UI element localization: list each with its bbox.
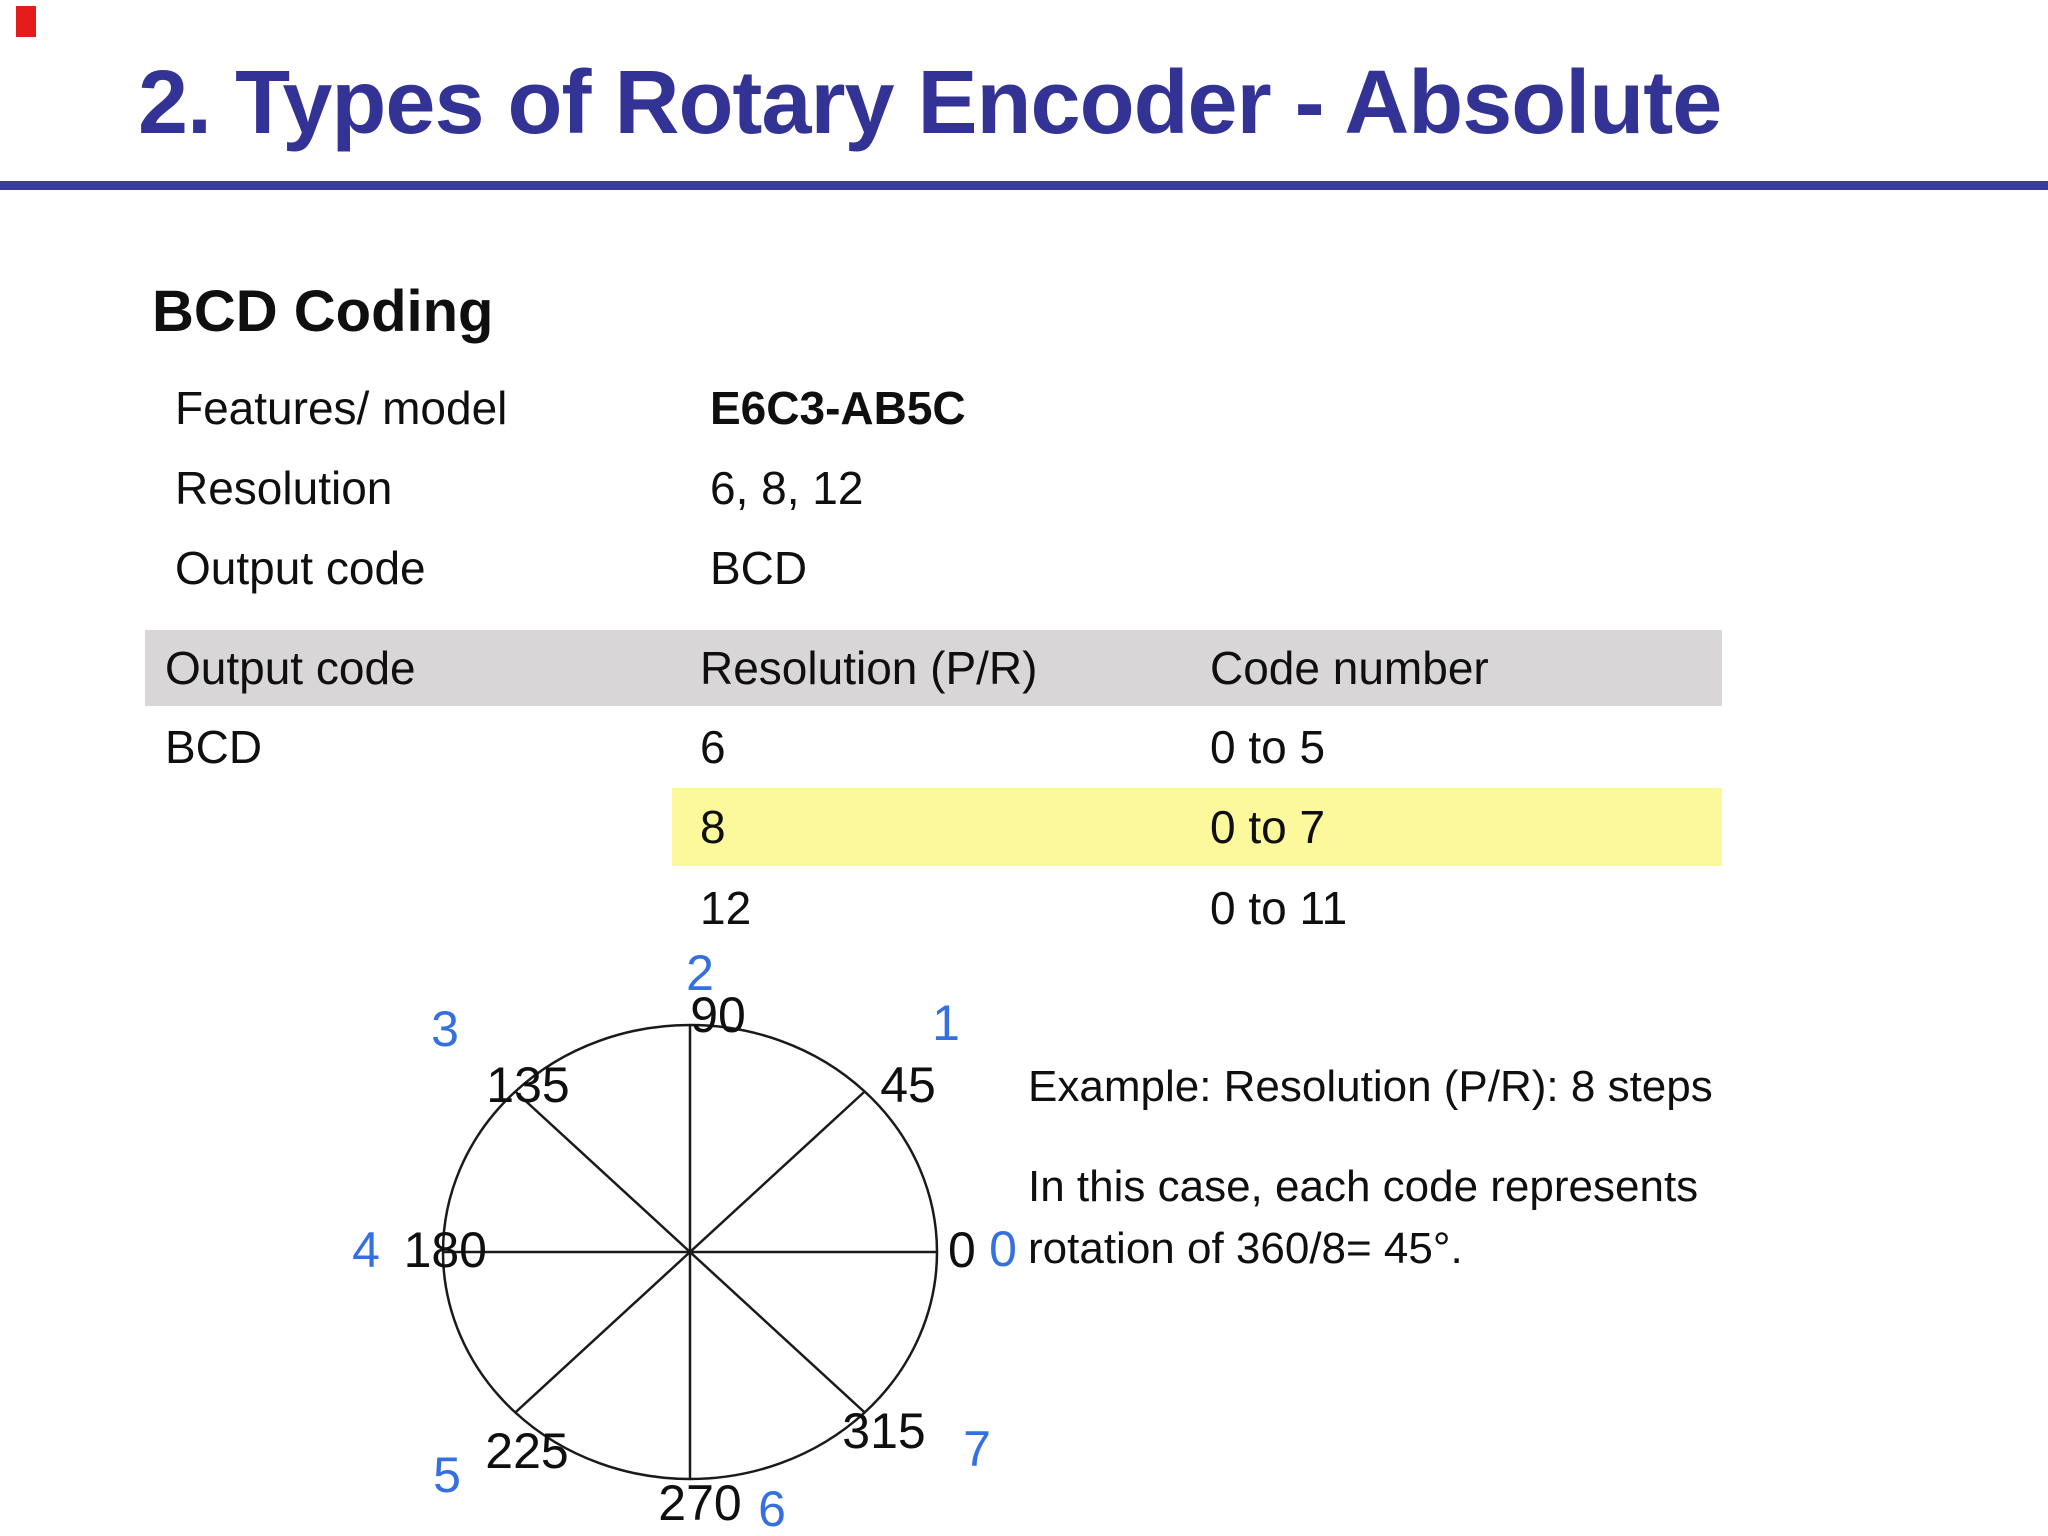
table-header-code-number: Code number (1210, 642, 1489, 694)
example-line-2: In this case, each code represents (1028, 1162, 1699, 1211)
spec-row-resolution: Resolution 6, 8, 12 (175, 460, 1375, 540)
slide-title: 2. Types of Rotary Encoder - Absolute (138, 53, 1722, 153)
sector-label-0: 0 (989, 1221, 1017, 1277)
disc-line-135-315 (514, 1090, 866, 1414)
table-cell: 6 (700, 721, 726, 773)
spec-label: Features/ model (175, 382, 508, 434)
table-row: 12 0 to 11 (145, 866, 1722, 950)
angle-label-90: 90 (690, 987, 746, 1043)
angle-label-225: 225 (485, 1423, 568, 1479)
title-underline-rule (0, 181, 2048, 190)
sector-label-7: 7 (963, 1421, 991, 1477)
spec-label: Resolution (175, 462, 393, 514)
spec-value-model: E6C3-AB5C (710, 382, 966, 434)
angle-label-180: 180 (404, 1222, 487, 1278)
table-row: BCD 6 0 to 5 (145, 706, 1722, 788)
table-cell: 0 to 5 (1210, 721, 1326, 773)
table-cell (145, 788, 672, 866)
sector-label-1: 1 (932, 995, 960, 1051)
section-heading: BCD Coding (152, 279, 494, 344)
spec-row-output-code: Output code BCD (175, 540, 1375, 620)
spec-value-resolution: 6, 8, 12 (710, 462, 864, 514)
table-cell-highlighted: 8 (672, 788, 1182, 866)
example-text-block: Example: Resolution (P/R): 8 steps In th… (1028, 1056, 1928, 1280)
angle-label-270: 270 (658, 1475, 741, 1531)
table-cell: 0 to 11 (1210, 882, 1348, 934)
angle-label-0: 0 (948, 1222, 976, 1278)
sector-label-2: 2 (686, 945, 714, 1001)
red-marker (16, 6, 36, 37)
angle-label-45: 45 (880, 1057, 936, 1113)
angle-label-315: 315 (842, 1403, 925, 1459)
table-header-resolution: Resolution (P/R) (700, 642, 1038, 694)
resolution-table: Output code Resolution (P/R) Code number… (145, 630, 1722, 950)
table-cell-highlighted: 0 to 7 (1182, 788, 1722, 866)
angle-label-135: 135 (486, 1057, 569, 1113)
example-line-1: Example: Resolution (P/R): 8 steps (1028, 1062, 1713, 1111)
example-line-3: rotation of 360/8= 45°. (1028, 1224, 1463, 1273)
spec-label: Output code (175, 542, 426, 594)
table-header-row: Output code Resolution (P/R) Code number (145, 630, 1722, 706)
encoder-disc-diagram: 0 45 90 135 180 225 270 315 0 1 2 3 4 5 … (352, 945, 1017, 1536)
table-cell: 12 (700, 882, 752, 934)
sector-label-3: 3 (431, 1001, 459, 1057)
sector-label-4: 4 (352, 1222, 380, 1278)
spec-row-features: Features/ model E6C3-AB5C (175, 380, 1375, 460)
table-header-output-code: Output code (165, 642, 416, 694)
sector-label-5: 5 (433, 1447, 461, 1503)
table-cell: BCD (165, 721, 263, 773)
table-row-highlighted: 8 0 to 7 (145, 788, 1722, 866)
sector-label-6: 6 (758, 1481, 786, 1536)
spec-list: Features/ model E6C3-AB5C Resolution 6, … (175, 380, 1375, 620)
spec-value-output-code: BCD (710, 542, 808, 594)
